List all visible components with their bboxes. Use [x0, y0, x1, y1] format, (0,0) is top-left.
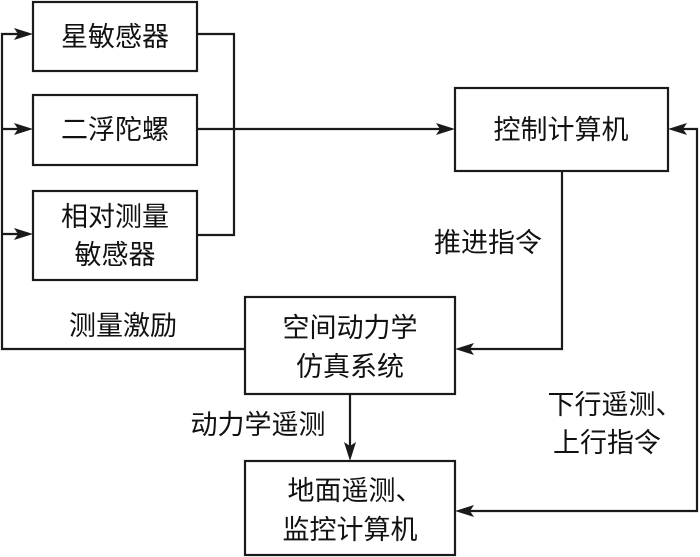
node-label-line-2: 监控计算机 [283, 515, 418, 546]
node-label-line-2: 仿真系统 [296, 352, 404, 383]
node-gyro: 二浮陀螺 [31, 93, 199, 167]
edge-label-telemetry-uplink-line-2: 上行指令 [553, 428, 661, 459]
node-label-line-1: 空间动力学 [283, 313, 418, 344]
arrowhead-to-relative-sensor [14, 228, 33, 240]
edge-label-telemetry-uplink-line-1: 下行遥测、 [548, 390, 683, 421]
arrowhead-to-star-sensor [14, 28, 33, 40]
arrowhead-to-ground-computer [344, 442, 356, 461]
node-label: 控制计算机 [494, 115, 629, 146]
node-label: 二浮陀螺 [61, 115, 169, 146]
node-label: 星敏感器 [61, 22, 169, 53]
node-star-sensor: 星敏感器 [31, 0, 199, 73]
arrowhead-to-gyro [14, 123, 33, 135]
edge-label-thrust-command: 推进指令 [434, 228, 542, 259]
node-relative-sensor: 相对测量 敏感器 [31, 189, 199, 282]
node-control-computer: 控制计算机 [453, 86, 670, 173]
edge-telemetry-uplink [466, 127, 699, 513]
node-label-line-1: 相对测量 [61, 202, 169, 233]
arrowhead-to-dynamics-sim [455, 343, 474, 355]
node-label-line-2: 敏感器 [75, 240, 156, 271]
edge-label-measurement-excitation: 测量激励 [69, 311, 177, 342]
node-dynamics-sim: 空间动力学 仿真系统 [243, 295, 457, 396]
edge-label-dynamics-telemetry: 动力学遥测 [191, 410, 326, 441]
edge-thrust-command [466, 171, 564, 351]
arrowhead-to-control-computer [436, 123, 455, 135]
edge-star-sensor-out [197, 32, 236, 237]
node-ground-computer: 地面遥测、 监控计算机 [243, 459, 457, 557]
arrowhead-uplink-to-control [668, 123, 687, 135]
arrowhead-uplink-to-ground [455, 505, 474, 517]
edge-measurement-excitation [0, 32, 245, 351]
node-label-line-1: 地面遥测、 [288, 476, 423, 507]
